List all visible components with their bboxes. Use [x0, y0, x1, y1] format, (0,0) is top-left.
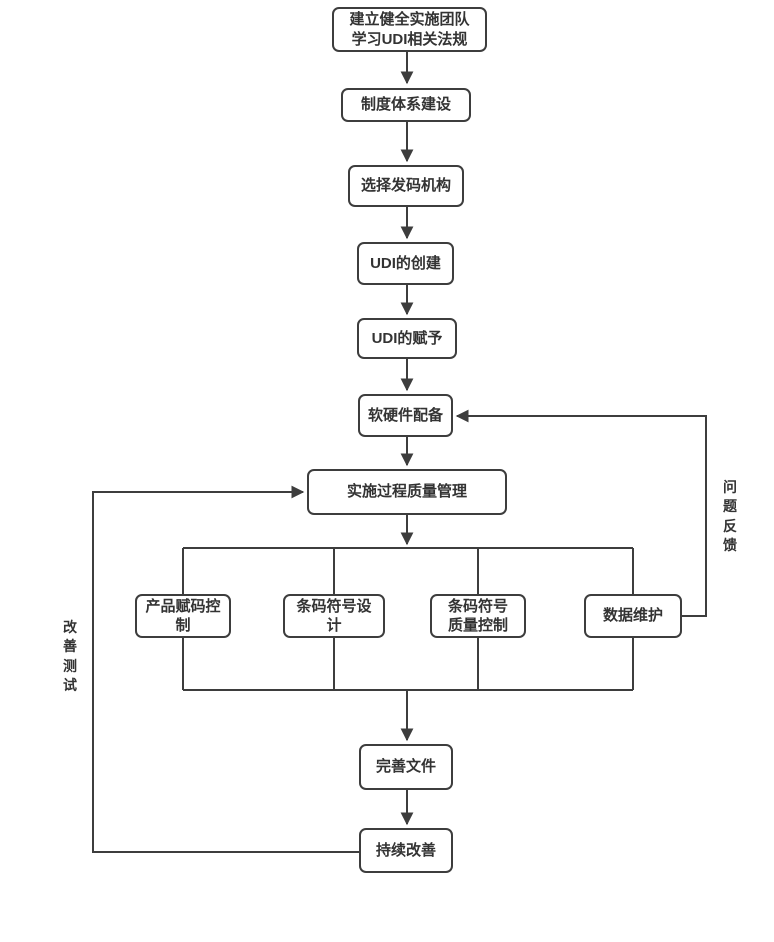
connector-improve-test-loop	[92, 485, 359, 853]
node-agency: 选择发码机构	[348, 165, 464, 207]
node-improvement: 持续改善	[359, 828, 453, 873]
node-process-quality: 实施过程质量管理	[307, 469, 507, 515]
node-barcode-quality: 条码符号 质量控制	[430, 594, 526, 638]
label-problem-feedback: 问题反馈	[723, 479, 737, 553]
node-udi-create: UDI的创建	[357, 242, 454, 285]
node-team: 建立健全实施团队 学习UDI相关法规	[332, 7, 487, 52]
label-improve-test: 改善测试	[63, 619, 77, 693]
connector-problem-feedback-loop	[455, 409, 707, 617]
node-documents: 完善文件	[359, 744, 453, 790]
node-hardware: 软硬件配备	[358, 394, 453, 437]
node-barcode-design: 条码符号设 计	[283, 594, 385, 638]
node-product-coding: 产品赋码控 制	[135, 594, 231, 638]
node-data-maintenance: 数据维护	[584, 594, 682, 638]
node-udi-assign: UDI的赋予	[357, 318, 457, 359]
node-system: 制度体系建设	[341, 88, 471, 122]
